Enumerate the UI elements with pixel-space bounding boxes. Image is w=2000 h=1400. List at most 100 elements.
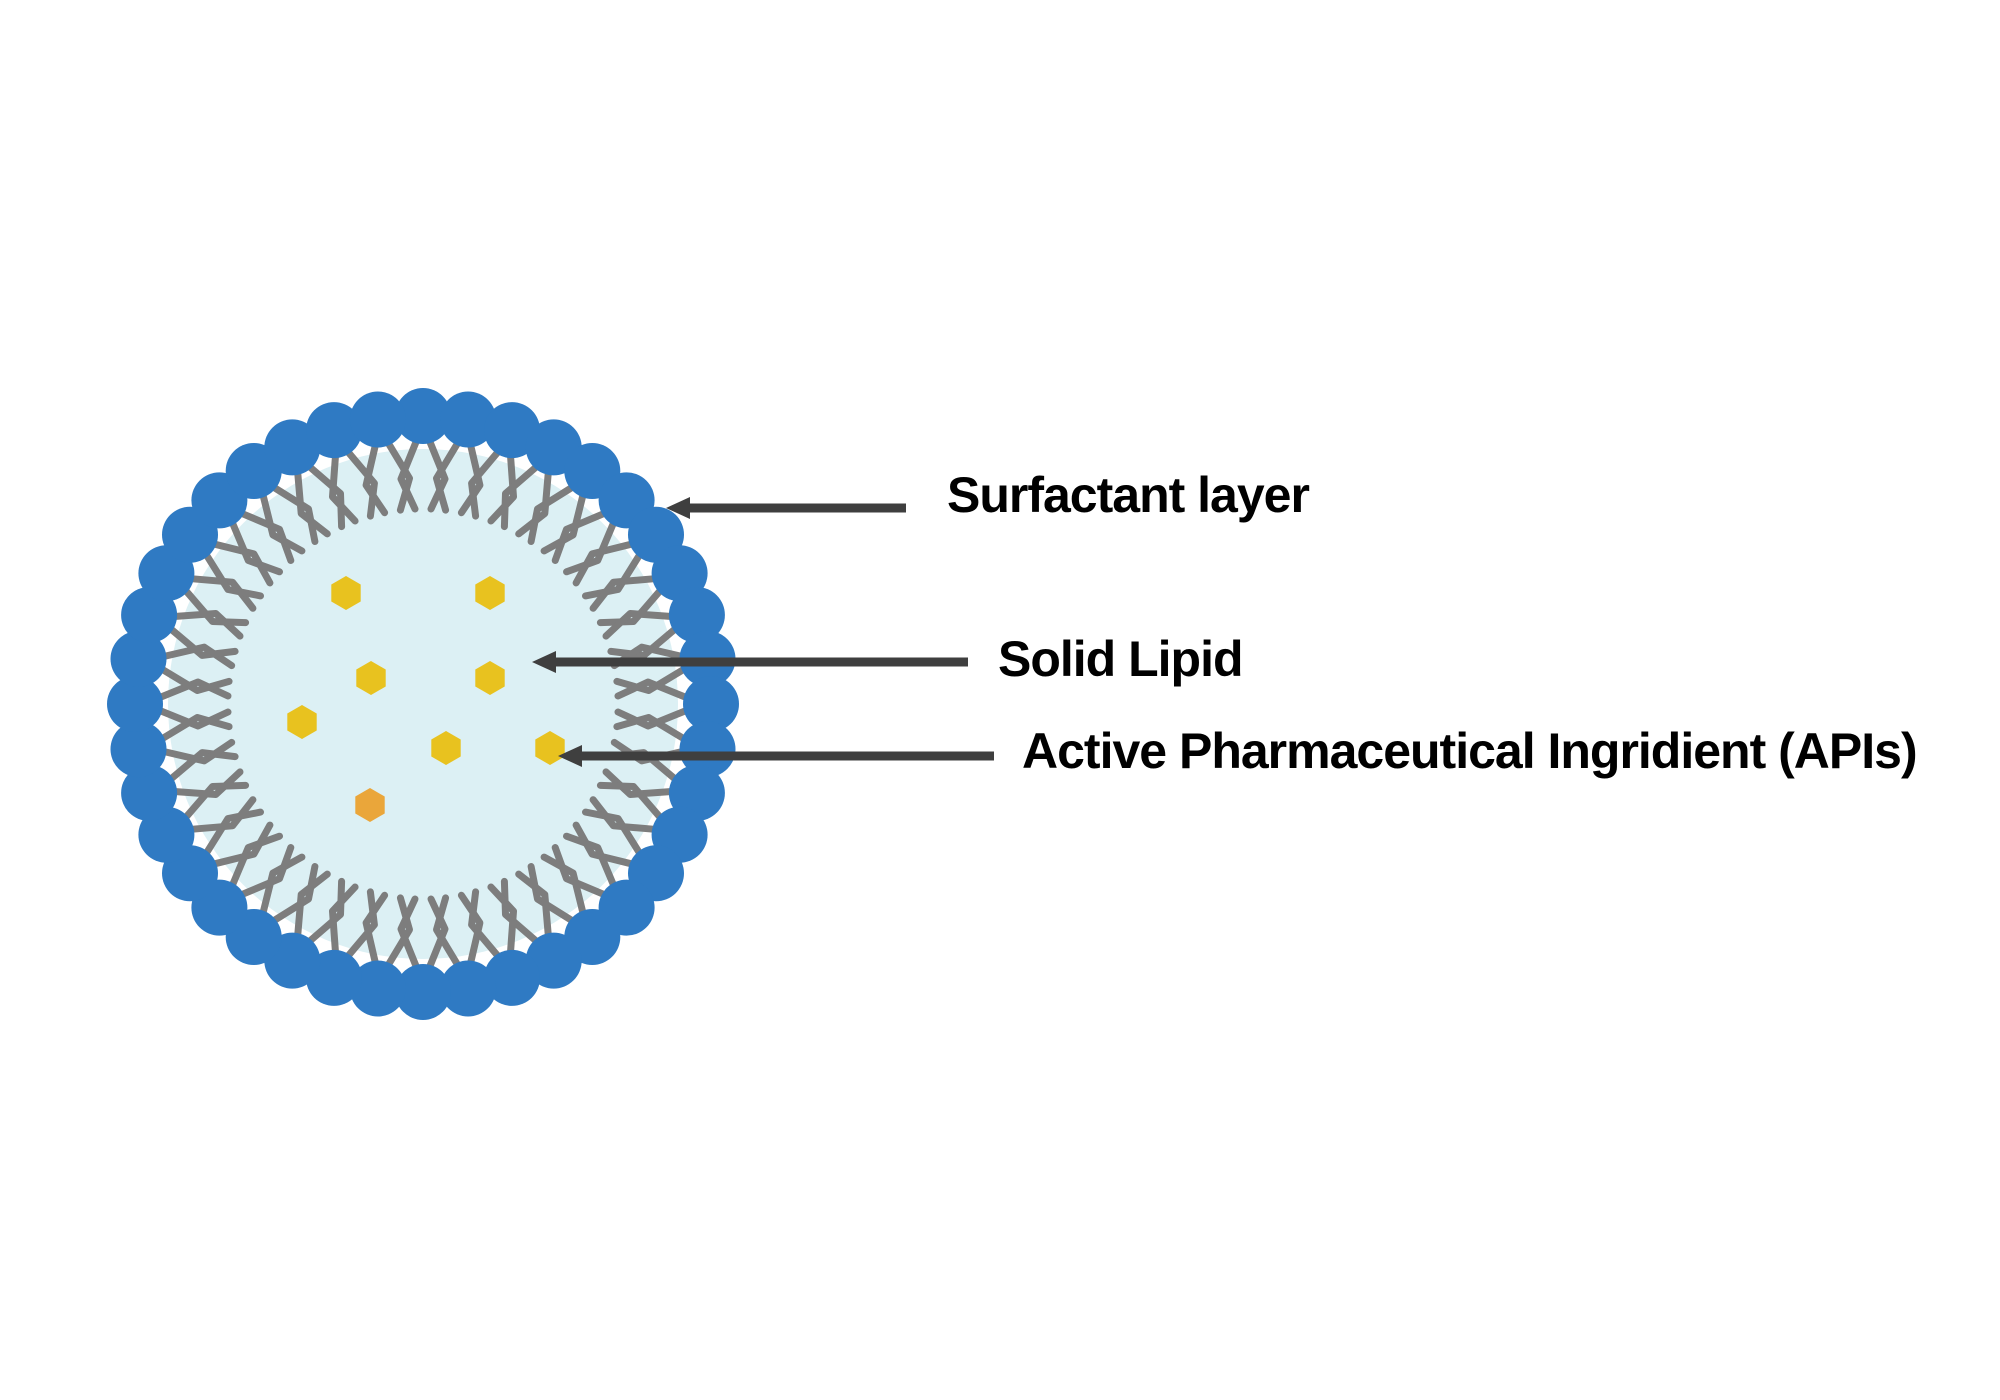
- surfactant-tail: [572, 821, 635, 868]
- surfactant-tail: [271, 484, 319, 545]
- surfactant-tail: [345, 888, 378, 959]
- surfactant-head: [107, 676, 163, 732]
- surfactant-tail: [613, 666, 687, 694]
- surfactant-tail: [362, 442, 389, 517]
- surfactant-tail: [614, 678, 689, 701]
- surfactant-tail: [294, 870, 331, 938]
- surfactant-tail: [157, 678, 232, 701]
- surfactant-tail: [540, 492, 587, 555]
- surfactant-tail: [239, 510, 295, 564]
- surfactant-tail: [229, 832, 283, 888]
- arrow-head: [532, 651, 556, 673]
- surfactant-tail: [457, 442, 484, 517]
- surfactant-head: [306, 402, 362, 459]
- surfactant-tail: [362, 891, 389, 966]
- surfactant-head: [679, 721, 736, 778]
- api-particle: [475, 661, 505, 695]
- surfactant-tail: [515, 870, 552, 938]
- solid-lipid-core: [168, 449, 678, 959]
- surfactant-tail: [161, 643, 236, 670]
- surfactant-tail: [168, 749, 239, 782]
- surfactant-tail: [189, 575, 257, 612]
- surfactant-tail: [468, 888, 501, 959]
- surfactant-tail: [602, 610, 674, 640]
- api-particles: [287, 576, 565, 822]
- surfactant-tail: [161, 738, 236, 765]
- surfactant-tail: [182, 587, 250, 627]
- surfactant-tail: [551, 510, 607, 564]
- surfactant-tail: [259, 853, 306, 916]
- surfactant-tail: [614, 707, 689, 730]
- surfactant-tail: [306, 463, 346, 531]
- surfactant-tail: [596, 587, 664, 627]
- surfactant-tail: [239, 844, 295, 898]
- api-particle: [287, 705, 317, 739]
- surfactant-tail: [596, 781, 664, 821]
- surfactant-tail: [468, 449, 501, 520]
- surfactant-tail: [211, 821, 274, 868]
- surfactant-heads: [107, 388, 739, 1020]
- surfactant-layer-label: Surfactant layer: [947, 467, 1310, 523]
- surfactant-tail: [500, 463, 540, 531]
- surfactant-tail: [306, 877, 346, 945]
- surfactant-tail: [551, 844, 607, 898]
- surfactant-head: [121, 765, 178, 821]
- surfactant-arrow: [666, 497, 906, 519]
- surfactant-tail: [159, 714, 233, 742]
- surfactant-tail: [426, 895, 449, 970]
- surfactant-tail: [582, 808, 643, 856]
- surfactant-tail: [426, 438, 449, 513]
- surfactant-tail: [527, 484, 575, 545]
- surfactant-head: [349, 391, 406, 448]
- surfactant-tail: [345, 449, 378, 520]
- api-particle: [331, 576, 361, 610]
- surfactant-tail: [589, 796, 657, 833]
- surfactant-tail: [172, 610, 244, 640]
- surfactant-tail: [582, 552, 643, 600]
- surfactant-tail: [563, 832, 617, 888]
- surfactant-tail: [294, 470, 331, 538]
- surfactant-tail: [271, 863, 319, 924]
- surfactant-tail: [157, 707, 232, 730]
- surfactant-tail: [433, 440, 461, 514]
- surfactant-tail: [487, 453, 517, 525]
- surfactant-tail: [500, 877, 540, 945]
- solid-lipid-label: Solid Lipid: [998, 631, 1244, 687]
- surfactant-tail: [189, 796, 257, 833]
- surfactant-tail: [457, 891, 484, 966]
- surfactant-head: [683, 676, 739, 732]
- arrow-head: [558, 745, 582, 767]
- surfactant-tail: [385, 894, 413, 968]
- surfactant-tail: [259, 492, 306, 555]
- surfactant-tail: [203, 552, 264, 600]
- api-particle: [535, 731, 565, 765]
- solid-lipid-arrow: [532, 651, 968, 673]
- api-particle: [431, 731, 461, 765]
- surfactant-tail: [172, 768, 244, 798]
- surfactant-tail: [563, 520, 617, 576]
- surfactant-tail: [182, 781, 250, 821]
- api-particle: [356, 661, 386, 695]
- surfactant-head: [395, 964, 451, 1020]
- arrow-head: [666, 497, 690, 519]
- surfactant-tails: [157, 438, 689, 970]
- surfactant-tail: [602, 768, 674, 798]
- surfactant-head: [484, 949, 540, 1006]
- surfactant-tail: [329, 453, 359, 525]
- surfactant-tail: [211, 540, 274, 587]
- surfactant-tail: [229, 520, 283, 576]
- surfactant-head: [110, 630, 167, 687]
- surfactant-tail: [385, 440, 413, 514]
- surfactant-tail: [397, 895, 420, 970]
- surfactant-head: [668, 587, 725, 643]
- surfactant-head: [110, 721, 167, 778]
- surfactant-head: [440, 960, 497, 1017]
- surfactant-tail: [433, 894, 461, 968]
- surfactant-tail: [515, 470, 552, 538]
- surfactant-tail: [168, 626, 239, 659]
- api-label: Active Pharmaceutical Ingridient (APIs): [1022, 723, 1918, 779]
- surfactant-tail: [527, 863, 575, 924]
- api-particle: [355, 788, 385, 822]
- surfactant-tail: [540, 853, 587, 916]
